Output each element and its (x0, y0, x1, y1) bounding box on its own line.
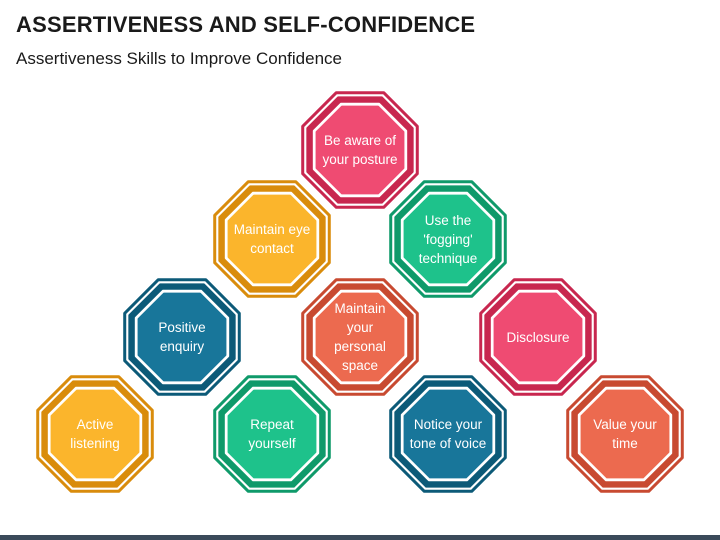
octagon-fill (315, 105, 405, 195)
octagon-skill-positive-enquiry: Positive enquiry (120, 275, 244, 399)
octagon-skill-fogging: Use the 'fogging' technique (386, 177, 510, 301)
octagon-fill (493, 292, 583, 382)
bottom-bar (0, 535, 720, 540)
octagon-skill-disclosure: Disclosure (476, 275, 600, 399)
slide-subtitle: Assertiveness Skills to Improve Confiden… (16, 49, 342, 68)
octagon-shape (213, 375, 331, 493)
octagon-shape (389, 180, 507, 298)
octagon-fill (227, 389, 317, 479)
skill-label: Notice your tone of voice (409, 417, 487, 451)
octagon-skill-eye-contact: Maintain eye contact (210, 177, 334, 301)
octagon-shape (479, 278, 597, 396)
octagon-skill-active-listening: Active listening (33, 372, 157, 496)
octagon-skill-personal-space: Maintain your personal space (298, 275, 422, 399)
skill-label: Maintain your personal space (334, 301, 386, 373)
skill-label: Positive enquiry (158, 320, 206, 354)
octagon-shape (213, 180, 331, 298)
octagon-skill-tone-of-voice: Notice your tone of voice (386, 372, 510, 496)
slide-title: ASSERTIVENESS AND SELF-CONFIDENCE (16, 12, 476, 37)
octagon-skill-repeat-yourself: Repeat yourself (210, 372, 334, 496)
octagon-shape (123, 278, 241, 396)
skill-label: Repeat yourself (248, 417, 296, 451)
octagon-shape (301, 278, 419, 396)
octagon-fill (580, 389, 670, 479)
skill-label: Value your time (593, 417, 657, 451)
octagon-fill (403, 389, 493, 479)
skill-label: Be aware of your posture (322, 133, 398, 167)
skill-label: Active listening (70, 417, 120, 451)
octagon-fill (403, 194, 493, 284)
octagon-shape (301, 91, 419, 209)
octagon-shape (566, 375, 684, 493)
octagon-skill-value-time: Value your time (563, 372, 687, 496)
octagon-fill (227, 194, 317, 284)
octagon-fill (50, 389, 140, 479)
octagon-shape (36, 375, 154, 493)
skill-label: Disclosure (506, 329, 570, 345)
octagon-fill (315, 292, 405, 382)
skill-label: Use the 'fogging' technique (418, 212, 478, 266)
octagon-fill (137, 292, 227, 382)
skill-label: Maintain eye contact (233, 222, 311, 256)
octagon-skill-posture: Be aware of your posture (298, 88, 422, 212)
octagon-shape (389, 375, 507, 493)
